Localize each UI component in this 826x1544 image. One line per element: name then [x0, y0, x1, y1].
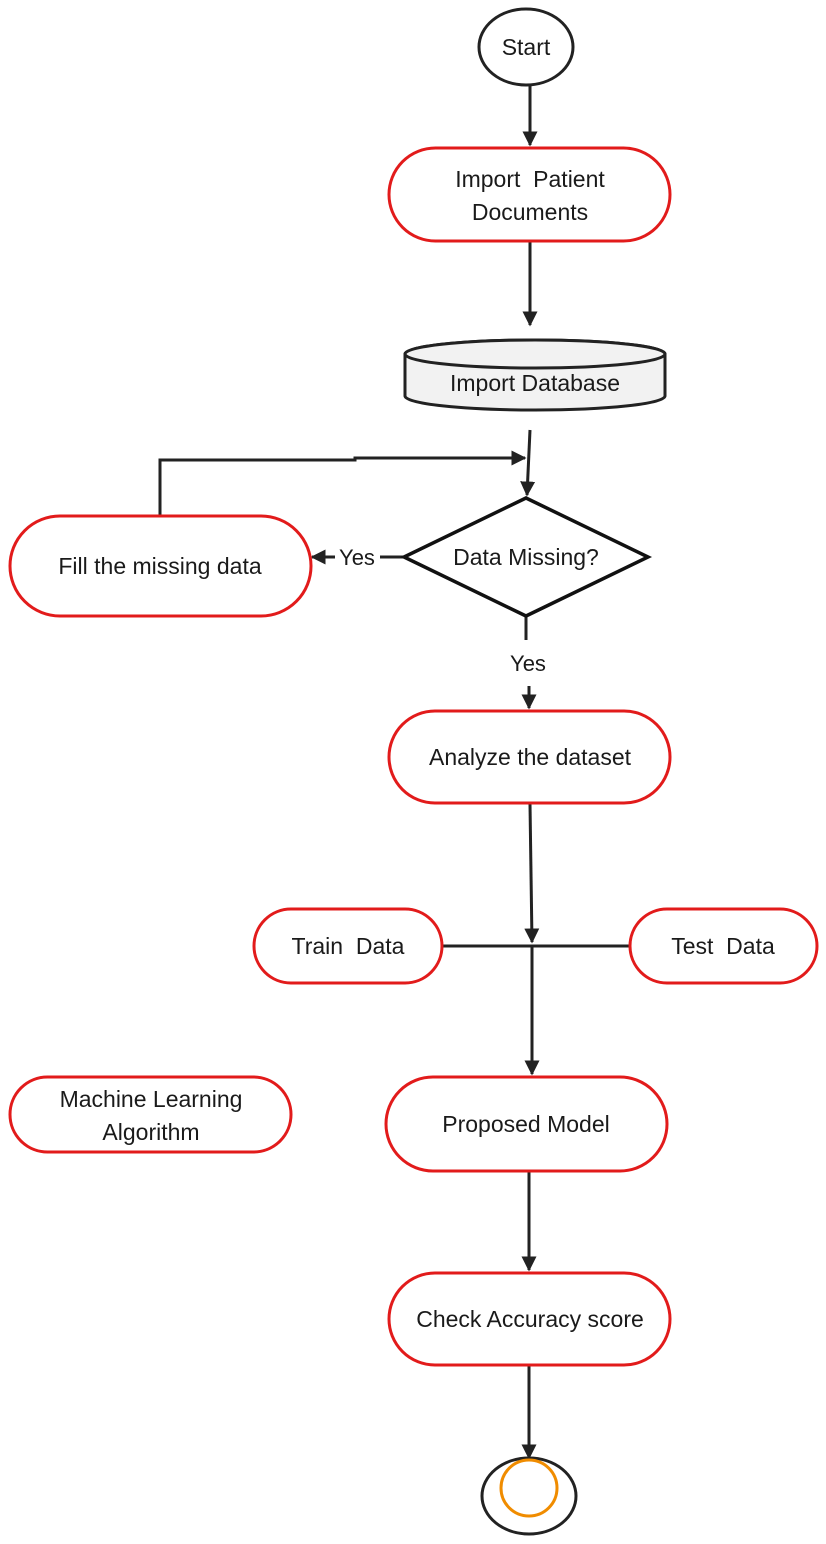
data-missing-decision: Data Missing? [399, 496, 653, 618]
analyze-dataset-node: Analyze the dataset [387, 709, 672, 805]
end-circle-icon [480, 1456, 578, 1536]
edge-label-yes-down: Yes [510, 651, 546, 676]
end-outer-ring [480, 1456, 578, 1536]
fill-missing-data-shape [8, 514, 313, 618]
machine-learning-algorithm-node: Machine Learning Algorithm [8, 1075, 293, 1154]
start-node-shape [477, 7, 575, 87]
import-patient-documents-shape [387, 146, 672, 243]
test-data-label: Test Data [671, 933, 775, 959]
start-node-label: Start [502, 34, 551, 60]
import-database-label: Import Database [450, 370, 620, 396]
test-data-shape [628, 907, 819, 985]
check-accuracy-score-node: Check Accuracy score [387, 1271, 672, 1367]
analyze-dataset-shape [387, 709, 672, 805]
proposed-model-shape [384, 1075, 669, 1173]
machine-learning-algorithm-label-line1: Machine Learning [60, 1086, 243, 1112]
edge-analyze-to-split [524, 803, 540, 944]
test-data-node: Test Data [628, 907, 819, 985]
import-database-node: Import Database [403, 338, 667, 412]
edge-fill-data-loop-back [158, 450, 527, 515]
check-accuracy-score-label: Check Accuracy score [416, 1306, 644, 1332]
machine-learning-algorithm-shape [8, 1075, 293, 1154]
edges [158, 84, 630, 1460]
import-patient-documents-label-line2: Documents [472, 199, 588, 225]
proposed-model-node: Proposed Model [384, 1075, 669, 1173]
import-patient-documents-label-line1: Import Patient [455, 166, 605, 192]
fill-missing-data-node: Fill the missing data [8, 514, 313, 618]
train-data-label: Train Data [292, 933, 405, 959]
fill-missing-data-label: Fill the missing data [58, 553, 261, 579]
train-data-shape [252, 907, 444, 985]
check-accuracy-score-shape [387, 1271, 672, 1367]
import-database-top [403, 338, 667, 370]
train-data-node: Train Data [252, 907, 444, 985]
end-inner-ring [499, 1458, 559, 1518]
start-node: Start [477, 7, 575, 87]
machine-learning-algorithm-label-line2: Algorithm [102, 1119, 199, 1145]
data-missing-label: Data Missing? [453, 544, 599, 570]
edge-label-yes-left: Yes [339, 545, 375, 570]
proposed-model-label: Proposed Model [442, 1111, 610, 1137]
data-missing-diamond [399, 496, 653, 618]
edge-database-to-decision [520, 429, 536, 497]
import-patient-documents-node: Import Patient Documents [387, 146, 672, 243]
analyze-dataset-label: Analyze the dataset [429, 744, 632, 770]
